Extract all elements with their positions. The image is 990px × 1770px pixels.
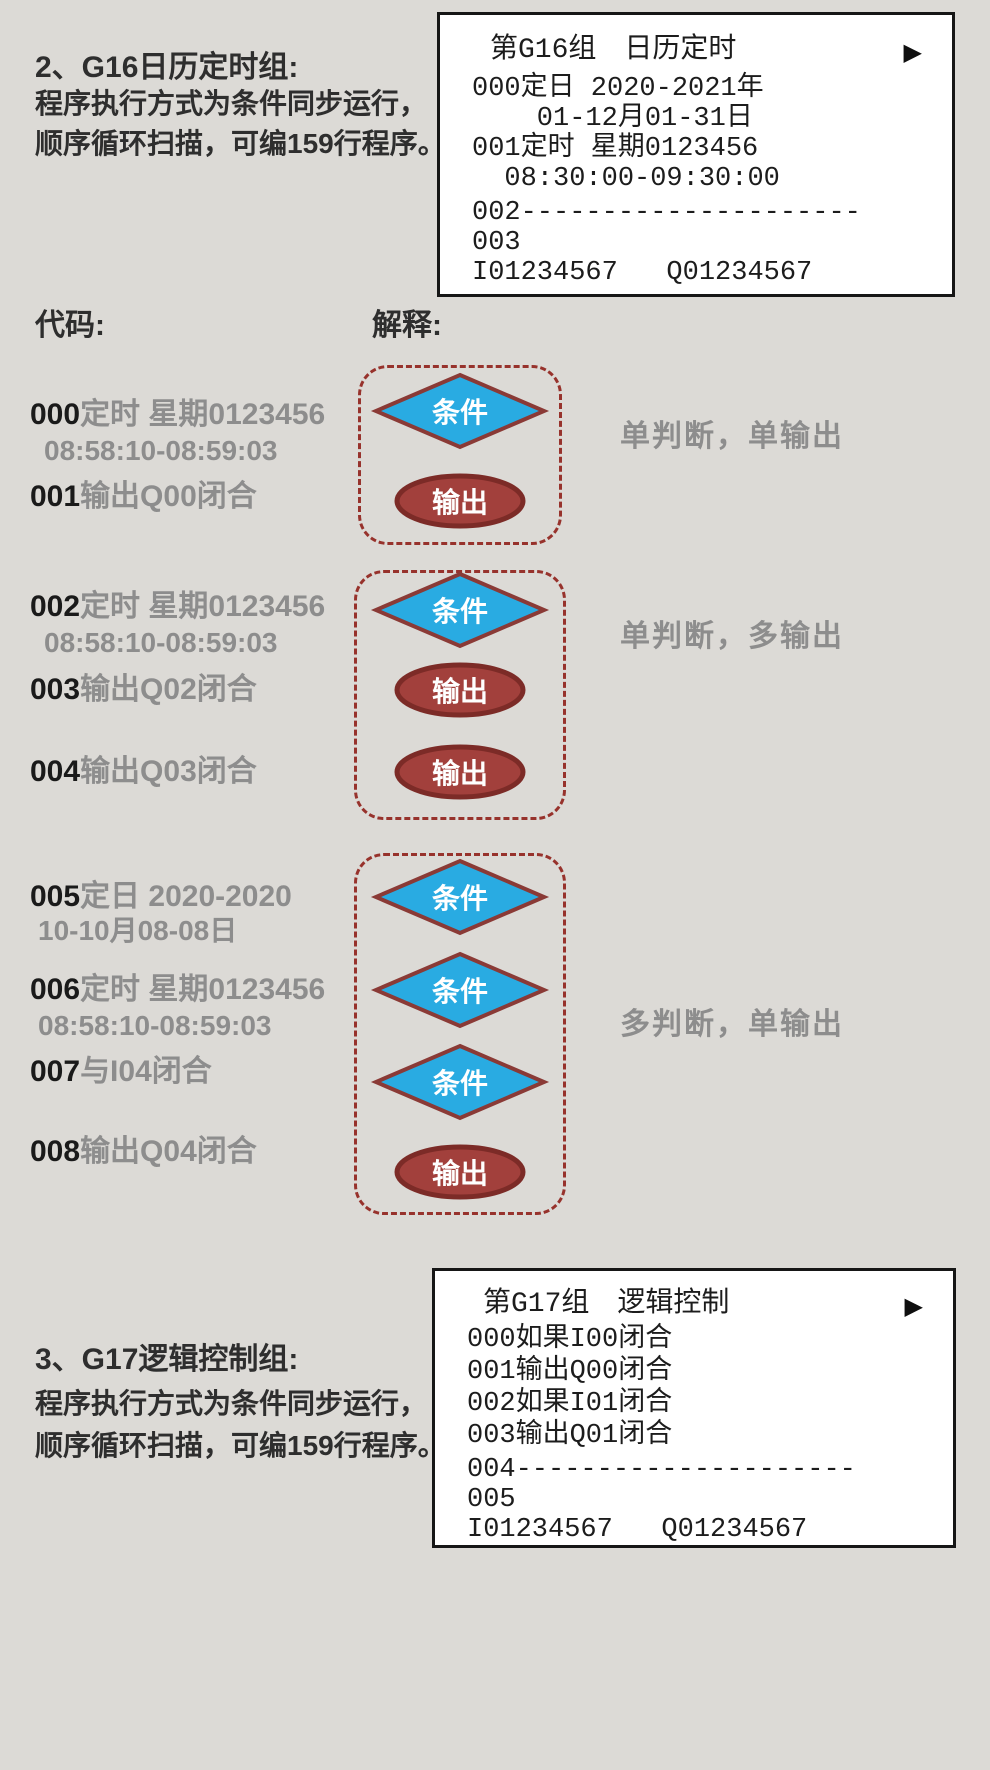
screen-line: 01-12月01-31日 (472, 104, 753, 134)
screen-line: 08:30:00-09:30:00 (472, 164, 780, 194)
code-line: 002定时 星期0123456 (30, 589, 325, 625)
code-line: 003输出Q02闭合 (30, 672, 257, 708)
code-line-text: 与I04闭合 (80, 1055, 212, 1088)
g17-lcd-screen: 第G17组 逻辑控制 ▶ 000如果I00闭合 001输出Q00闭合 002如果… (432, 1268, 956, 1548)
output-label: 输出 (431, 1158, 488, 1189)
right-arrow-icon: ▶ (903, 39, 922, 66)
code-line: 000定时 星期0123456 (30, 397, 325, 433)
diamond-shape-icon (370, 951, 550, 1029)
diamond-shape-icon (370, 858, 550, 936)
diamond-shape-icon (370, 571, 550, 649)
group-caption-3: 多判断，单输出 (620, 1008, 844, 1041)
g17-desc-line-1: 程序执行方式为条件同步运行， (35, 1388, 428, 1419)
code-line-number: 004 (30, 755, 81, 788)
code-line-sub: 10-10月08-08日 (38, 915, 238, 946)
condition-label: 条件 (431, 397, 488, 428)
condition-node: 条件 (370, 571, 550, 649)
code-line-number: 007 (30, 1055, 81, 1088)
output-node: 输出 (393, 743, 527, 801)
output-node: 输出 (393, 1143, 527, 1201)
output-label: 输出 (431, 487, 488, 518)
code-line-number: 002 (30, 590, 81, 623)
code-line-sub: 08:58:10-08:59:03 (44, 627, 278, 658)
code-line-text: 定时 星期0123456 (80, 973, 326, 1006)
code-line-text: 输出Q04闭合 (80, 1135, 257, 1168)
screen-line: 000定日 2020-2021年 (472, 74, 764, 104)
code-line: 007与I04闭合 (30, 1054, 212, 1090)
output-node: 输出 (393, 661, 527, 719)
code-line-number: 005 (30, 880, 81, 913)
condition-label: 条件 (431, 883, 488, 914)
code-line-text: 定时 星期0123456 (80, 398, 326, 431)
condition-label: 条件 (431, 976, 488, 1007)
g17-screen-title: 第G17组 逻辑控制 (483, 1289, 730, 1320)
code-line-number: 008 (30, 1135, 81, 1168)
g16-section-heading: 2、G16日历定时组: (35, 51, 299, 84)
screen-line: 003输出Q01闭合 (467, 1421, 673, 1451)
condition-node: 条件 (370, 1043, 550, 1121)
condition-node: 条件 (370, 372, 550, 450)
code-line-sub: 08:58:10-08:59:03 (44, 435, 278, 466)
explain-column-heading: 解释: (372, 309, 442, 342)
right-arrow-icon: ▶ (904, 1293, 923, 1320)
code-line: 005定日 2020-2020 (30, 879, 292, 915)
condition-label: 条件 (431, 596, 488, 627)
flow-group-3 (354, 853, 566, 1215)
screen-line: 002--------------------- (472, 198, 861, 228)
g16-desc-line-1: 程序执行方式为条件同步运行， (35, 88, 428, 119)
code-line-sub: 08:58:10-08:59:03 (38, 1010, 272, 1041)
g17-section-heading: 3、G17逻辑控制组: (35, 1343, 299, 1376)
output-label: 输出 (431, 676, 488, 707)
code-line: 006定时 星期0123456 (30, 972, 325, 1008)
screen-line: 001定时 星期0123456 (472, 134, 759, 164)
screen-line: 002如果I01闭合 (467, 1389, 673, 1419)
group-caption-2: 单判断，多输出 (620, 620, 844, 653)
output-node: 输出 (393, 472, 527, 530)
ellipse-shape-icon (394, 744, 526, 800)
code-line-number: 000 (30, 398, 81, 431)
diamond-shape-icon (370, 1043, 550, 1121)
ellipse-shape-icon (394, 473, 526, 529)
condition-node: 条件 (370, 858, 550, 936)
code-line: 008输出Q04闭合 (30, 1134, 257, 1170)
code-line-text: 定时 星期0123456 (80, 590, 326, 623)
screen-line: 003 (472, 228, 521, 258)
group-caption-1: 单判断，单输出 (620, 420, 844, 453)
g16-screen-title: 第G16组 日历定时 (490, 35, 737, 66)
g16-lcd-screen: 第G16组 日历定时 ▶ 000定日 2020-2021年 01-12月01-3… (437, 12, 955, 297)
ellipse-shape-icon (394, 662, 526, 718)
screen-line: 005 (467, 1485, 516, 1515)
code-line-number: 003 (30, 673, 81, 706)
output-label: 输出 (431, 758, 488, 789)
code-line-text: 输出Q00闭合 (80, 480, 257, 513)
code-column-heading: 代码: (35, 309, 105, 342)
screen-line: I01234567 Q01234567 (467, 1515, 808, 1545)
screen-line: 004--------------------- (467, 1455, 856, 1485)
condition-node: 条件 (370, 951, 550, 1029)
condition-label: 条件 (431, 1068, 488, 1099)
code-line: 001输出Q00闭合 (30, 479, 257, 515)
code-line-text: 定日 2020-2020 (80, 880, 292, 913)
flow-group-1 (358, 365, 562, 545)
screen-line: I01234567 Q01234567 (472, 258, 813, 288)
code-line: 004输出Q03闭合 (30, 754, 257, 790)
code-line-text: 输出Q03闭合 (80, 755, 257, 788)
code-line-number: 001 (30, 480, 81, 513)
screen-line: 001输出Q00闭合 (467, 1357, 673, 1387)
ellipse-shape-icon (394, 1144, 526, 1200)
diamond-shape-icon (370, 372, 550, 450)
flow-group-2 (354, 570, 566, 820)
code-line-text: 输出Q02闭合 (80, 673, 257, 706)
g17-desc-line-2: 顺序循环扫描，可编159行程序。 (35, 1430, 446, 1461)
code-line-number: 006 (30, 973, 81, 1006)
screen-line: 000如果I00闭合 (467, 1325, 673, 1355)
g16-desc-line-2: 顺序循环扫描，可编159行程序。 (35, 128, 446, 159)
